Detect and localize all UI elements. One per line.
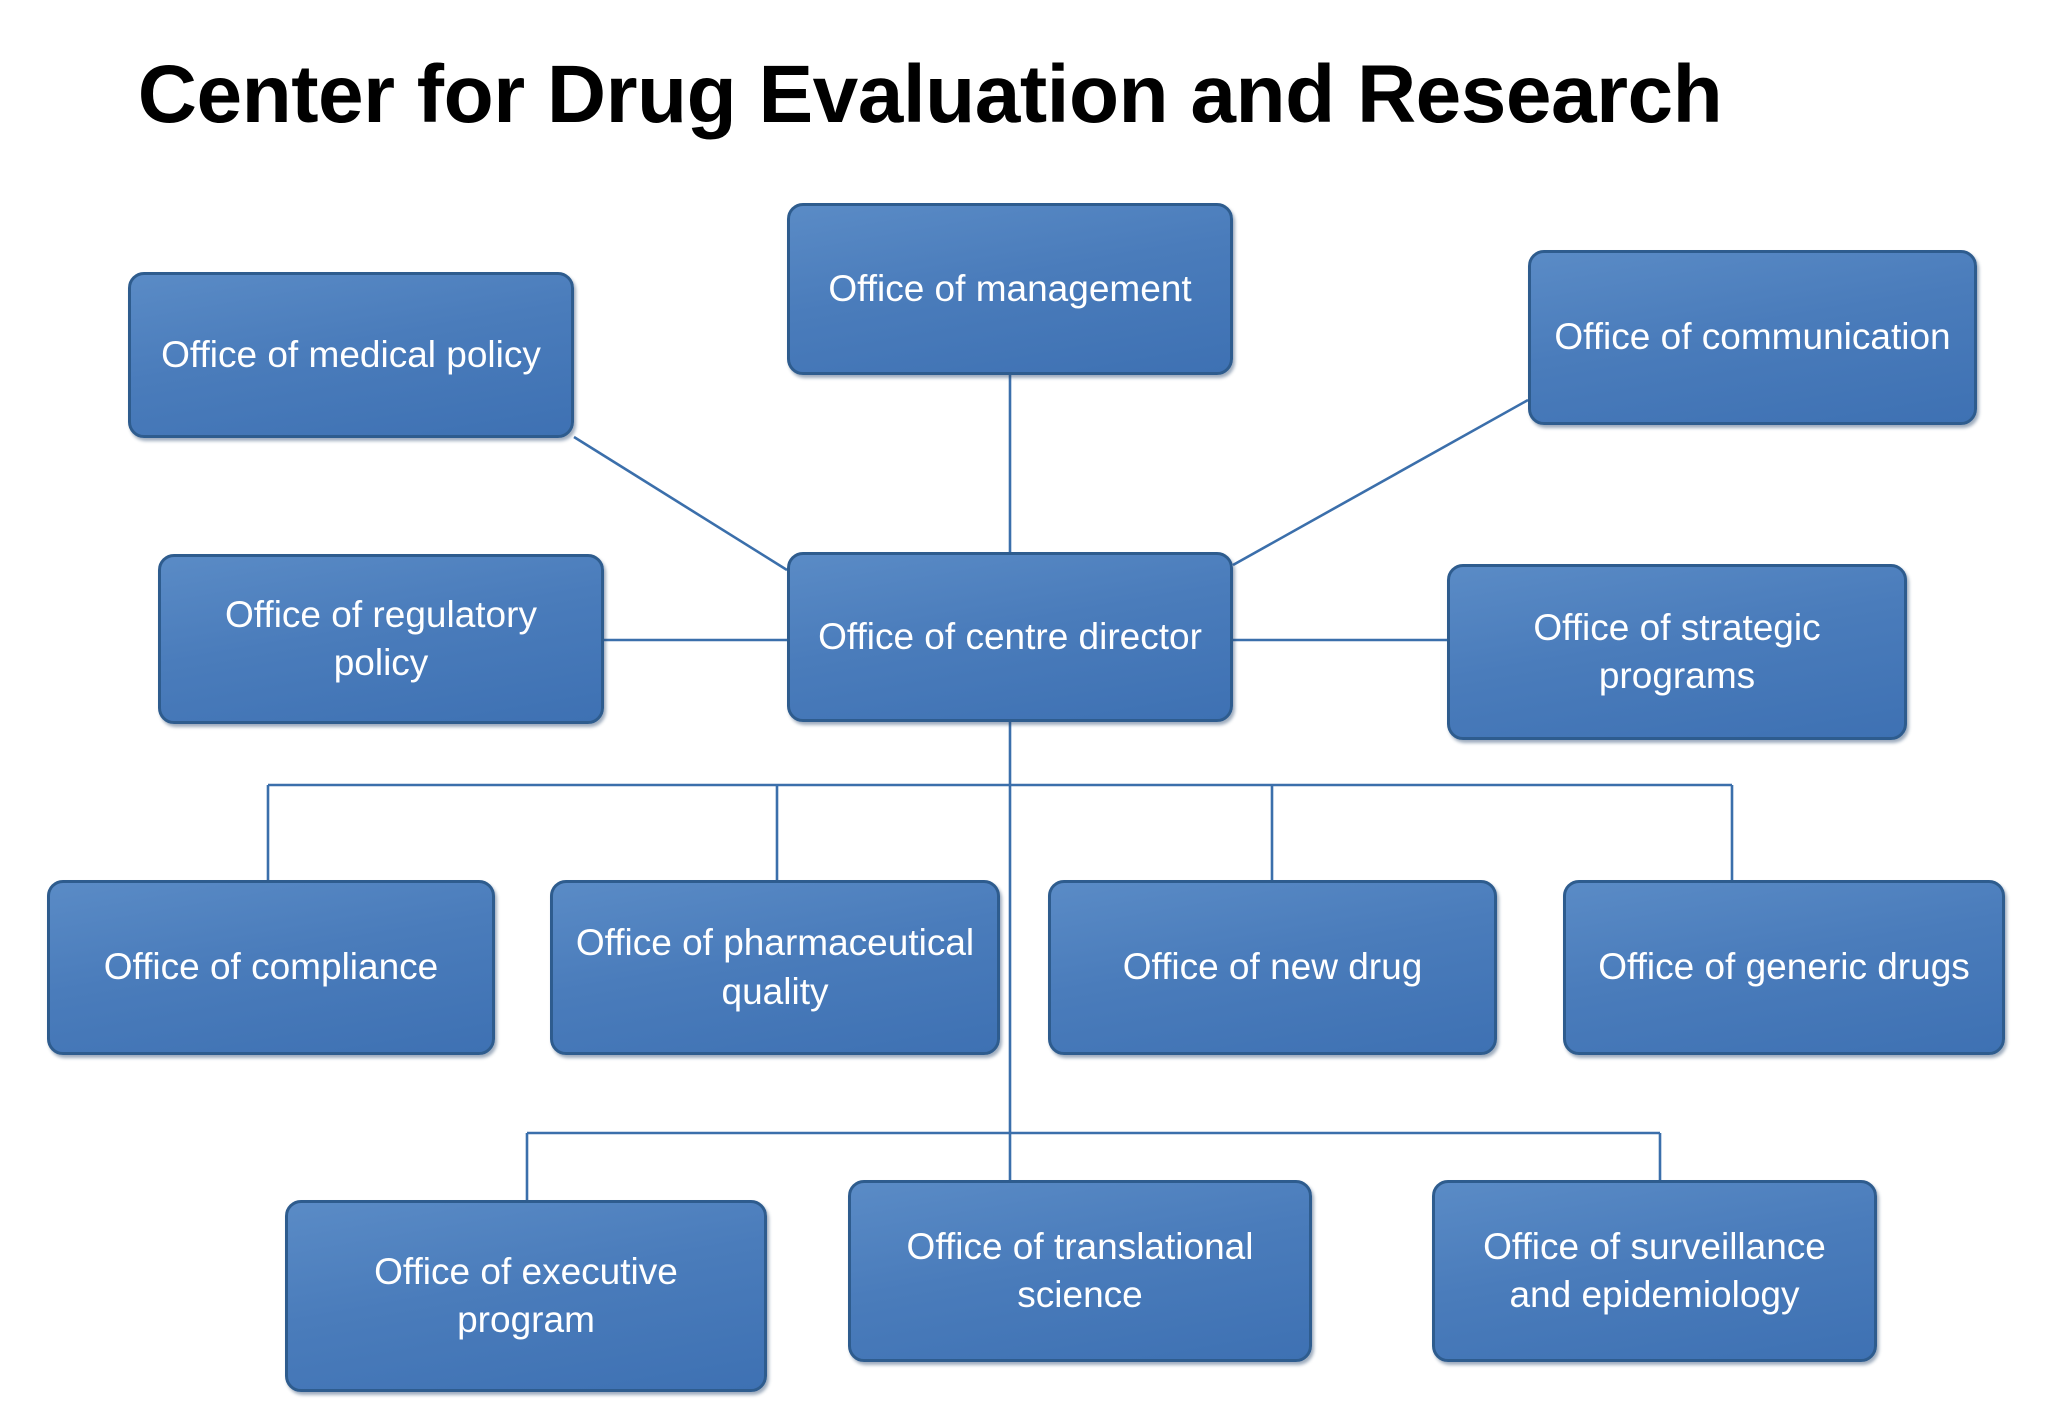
- node-office-of-centre-director[interactable]: Office of centre director: [787, 552, 1233, 722]
- node-office-of-communication[interactable]: Office of communication: [1528, 250, 1977, 425]
- node-office-of-compliance[interactable]: Office of compliance: [47, 880, 495, 1055]
- node-office-of-executive-program[interactable]: Office of executive program: [285, 1200, 767, 1392]
- node-label: Office of surveillance and epidemiology: [1483, 1225, 1826, 1315]
- node-office-of-surveillance-and-epidemiology[interactable]: Office of surveillance and epidemiology: [1432, 1180, 1877, 1362]
- node-label: Office of new drug: [1122, 946, 1423, 988]
- node-office-of-strategic-programs[interactable]: Office of strategic programs: [1447, 564, 1907, 740]
- node-label: Office of communication: [1554, 316, 1951, 358]
- node-office-of-new-drug[interactable]: Office of new drug: [1048, 880, 1497, 1055]
- node-label: Office of generic drugs: [1598, 946, 1970, 988]
- node-label: Office of management: [828, 267, 1192, 309]
- edge-medical-policy: [573, 435, 788, 572]
- node-office-of-medical-policy[interactable]: Office of medical policy: [128, 272, 574, 438]
- node-label: Office of regulatory policy: [225, 593, 537, 683]
- edge-communication: [1232, 398, 1529, 567]
- node-label: Office of medical policy: [161, 333, 541, 375]
- node-label: Office of pharmaceutical quality: [575, 922, 975, 1012]
- node-office-of-generic-drugs[interactable]: Office of generic drugs: [1563, 880, 2005, 1055]
- node-office-of-regulatory-policy[interactable]: Office of regulatory policy: [158, 554, 604, 724]
- node-office-of-translational-science[interactable]: Office of translational science: [848, 1180, 1312, 1362]
- node-label: Office of translational science: [906, 1225, 1254, 1315]
- page-title: Center for Drug Evaluation and Research: [137, 49, 1723, 140]
- node-label: Office of centre director: [818, 615, 1202, 657]
- node-office-of-management[interactable]: Office of management: [787, 203, 1233, 375]
- node-label: Office of executive program: [374, 1250, 678, 1340]
- node-label: Office of compliance: [103, 946, 439, 988]
- node-label: Office of strategic programs: [1533, 606, 1821, 696]
- node-office-of-pharmaceutical-quality[interactable]: Office of pharmaceutical quality: [550, 880, 1000, 1055]
